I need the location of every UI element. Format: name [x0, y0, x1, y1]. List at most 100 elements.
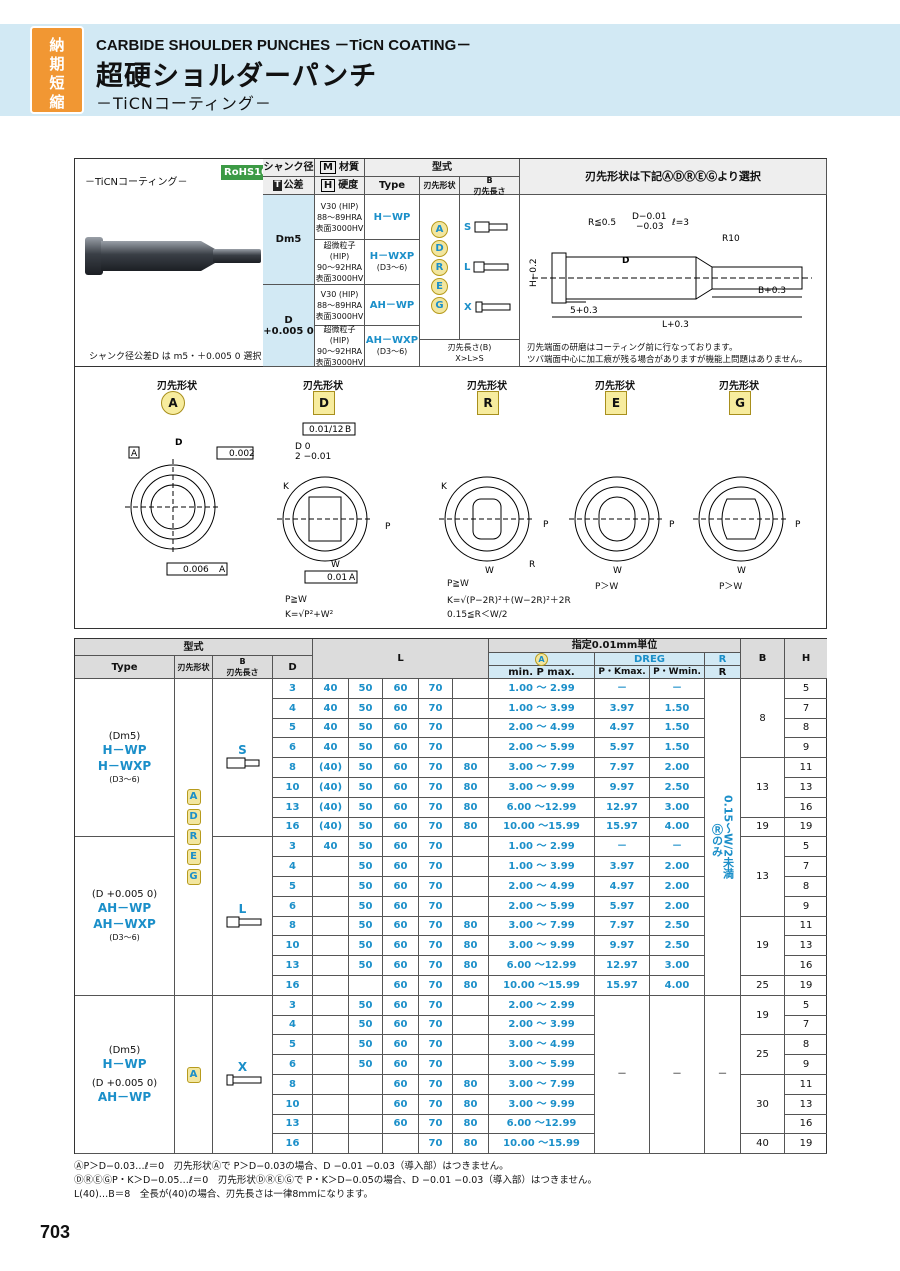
cell-l: 80 [453, 976, 489, 996]
cell-l: 60 [383, 936, 419, 957]
cell-d: 4 [273, 857, 313, 877]
shape-r-formula1: P≧W [447, 579, 469, 589]
cell-pw: 4.00 [650, 976, 705, 996]
cell-l [453, 995, 489, 1016]
svg-text:W: W [331, 560, 340, 570]
cell-l [313, 956, 349, 976]
cell-l [313, 1094, 349, 1115]
cell-h: 19 [785, 1134, 827, 1155]
cell-p-range: 3.00 ～ 7.99 [489, 758, 595, 778]
svg-text:A: A [349, 573, 356, 583]
shape-g-label: 刃先形状 [719, 381, 759, 392]
shank-005: D +0.005 0 [263, 285, 315, 367]
cell-d: 3 [273, 995, 313, 1016]
type-header: Type [365, 177, 420, 195]
cell-b: 25 [741, 976, 785, 996]
shape-e-badge: E [605, 391, 627, 415]
th-h: H [785, 639, 827, 679]
cell-l [453, 857, 489, 877]
cell-p-range: 3.00 ～ 7.99 [489, 916, 595, 937]
cell-p-range: 2.00 ～ 5.99 [489, 738, 595, 759]
cell-l: 70 [419, 976, 453, 996]
note-mark: ツバ端面中心に加工痕が残る場合がありますが機能上問題はありません。 [527, 355, 808, 365]
cell-l: 60 [383, 857, 419, 877]
cell-l [313, 877, 349, 897]
cell-l: 60 [383, 976, 419, 996]
th-pk: P・Kmax. [595, 666, 650, 679]
cell-h: 11 [785, 1075, 827, 1095]
cell-l: 70 [419, 995, 453, 1016]
cell-l: 60 [383, 718, 419, 739]
cell-pk: 7.97 [595, 916, 650, 937]
cell-p-range: 3.00 ～ 5.99 [489, 1055, 595, 1075]
cell-l: 80 [453, 916, 489, 937]
shape-header: 刃先形状 [420, 177, 460, 195]
cell-l: 60 [383, 797, 419, 818]
cell-d: 5 [273, 877, 313, 897]
th-pmax: min. P max. [489, 666, 595, 679]
cell-l: 60 [383, 877, 419, 897]
cell-l: 70 [419, 1134, 453, 1155]
cell-l: 60 [383, 1075, 419, 1095]
cell-l: 50 [349, 916, 383, 937]
cell-l: 50 [349, 1055, 383, 1075]
svg-text:R: R [529, 560, 535, 570]
svg-text:P: P [543, 520, 549, 530]
cell-l: 70 [419, 1035, 453, 1056]
cell-l [453, 679, 489, 699]
cell-d: 3 [273, 679, 313, 699]
shape-a-label: 刃先形状 [157, 381, 197, 392]
cell-l: 50 [349, 718, 383, 739]
svg-text:W: W [613, 566, 622, 576]
cell-l [383, 1134, 419, 1155]
cell-l: 50 [349, 758, 383, 778]
svg-text:L+0.3: L+0.3 [662, 320, 689, 330]
cell-l: 50 [349, 956, 383, 976]
cell-l: (40) [313, 817, 349, 838]
cell-p-range: 6.00 ～12.99 [489, 797, 595, 818]
cell-l: 50 [349, 738, 383, 759]
cell-l: 40 [313, 679, 349, 699]
cell-pw: － [650, 837, 705, 858]
cell-p-range: 2.00 ～ 4.99 [489, 718, 595, 739]
cell-d: 6 [273, 896, 313, 917]
cell-l [313, 1114, 349, 1135]
cell-d: 8 [273, 916, 313, 937]
header-band [0, 24, 900, 116]
group3-shape: A [175, 996, 213, 1154]
th-a: A [489, 652, 595, 666]
cell-l: (40) [313, 797, 349, 818]
cell-p-range: 10.00 ～15.99 [489, 976, 595, 996]
cell-h: 8 [785, 719, 827, 739]
cell-h: 5 [785, 996, 827, 1016]
cell-l: 60 [383, 1035, 419, 1056]
shape-e-label: 刃先形状 [595, 381, 635, 392]
cell-b: 19 [741, 817, 785, 838]
cell-l: 60 [383, 1114, 419, 1135]
svg-text:A: A [131, 449, 138, 459]
cell-l: 70 [419, 1015, 453, 1036]
cell-pw: 4.00 [650, 817, 705, 838]
group3-blen: X [213, 996, 273, 1154]
cell-d: 10 [273, 1094, 313, 1115]
cell-l: 50 [349, 817, 383, 838]
cell-l: 50 [349, 679, 383, 699]
rohs-badge: RoHS10 [221, 165, 272, 180]
th-r: R [705, 653, 741, 666]
cell-pw: 2.00 [650, 857, 705, 877]
cell-l: 70 [419, 718, 453, 739]
svg-text:B+0.3: B+0.3 [758, 286, 786, 296]
cell-l: 80 [453, 1114, 489, 1135]
th-d: D [273, 656, 313, 679]
cell-l: 60 [383, 738, 419, 759]
cell-b: 25 [741, 1035, 785, 1075]
